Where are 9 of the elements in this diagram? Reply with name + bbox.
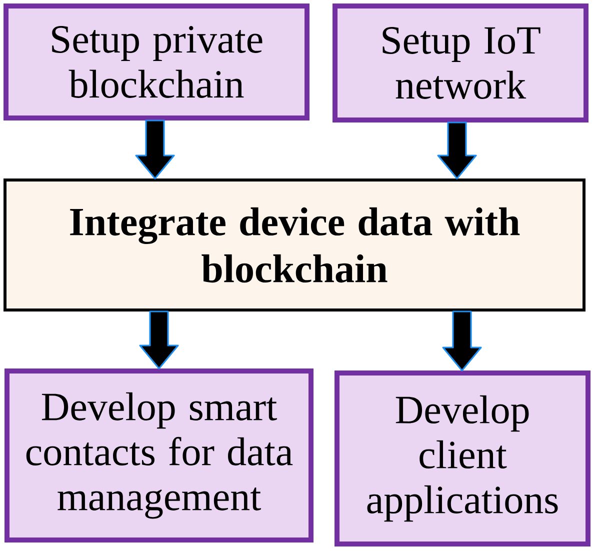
process-box: Develop client applications	[334, 370, 590, 546]
arrow	[135, 120, 175, 180]
process-box: Setup IoT network	[332, 4, 588, 122]
process-box: Develop smart contacts for data management	[4, 368, 314, 542]
process-box: Integrate device data with blockchain	[4, 178, 586, 312]
process-box: Setup private blockchain	[4, 4, 310, 120]
arrow	[442, 310, 482, 372]
arrow	[437, 122, 477, 180]
arrow	[139, 310, 179, 370]
